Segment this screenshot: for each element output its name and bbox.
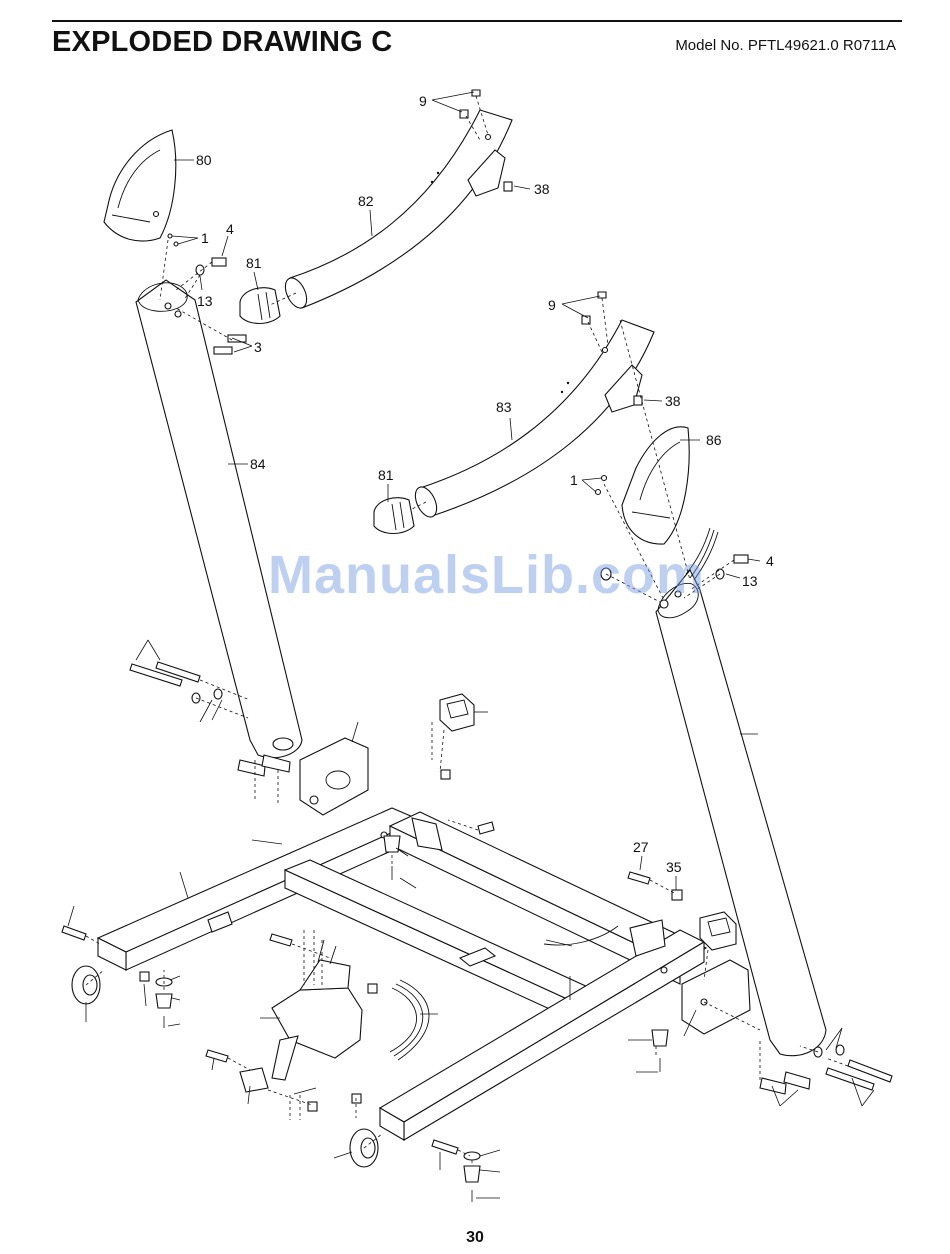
bolt-upper: [478, 822, 494, 834]
motor-bolt: [270, 934, 292, 946]
nut-lower: [308, 1102, 317, 1111]
callout-4-lower: 4: [766, 553, 774, 569]
nut-motor: [368, 984, 377, 993]
base-frame: [98, 808, 706, 1140]
nut-front: [352, 1094, 361, 1103]
pulse-grip-cover-86: [622, 427, 689, 544]
callout-13-lower: 13: [742, 573, 758, 589]
upright-bracket: [300, 738, 368, 815]
callout-9-lower: 9: [548, 297, 556, 313]
callout-4-upper: 4: [226, 221, 234, 237]
callout-81-upper: 81: [246, 255, 262, 271]
callout-86: 86: [706, 432, 722, 448]
callout-1-upper: 1: [201, 230, 209, 246]
lower-handlebar-83: [411, 320, 654, 520]
callout-35: 35: [666, 859, 682, 875]
pivot-pins-right: [760, 1072, 810, 1094]
long-bolts-right: [814, 1045, 892, 1090]
page-number: 30: [0, 1229, 950, 1247]
leveling-foot-front: [464, 1152, 480, 1202]
leader-lines: [68, 92, 874, 1198]
isolator-lower: [700, 912, 736, 950]
nut-upper: [441, 770, 450, 779]
end-cap-81-upper: [240, 288, 280, 324]
callout-83: 83: [496, 399, 512, 415]
callout-27: 27: [633, 839, 649, 855]
nut-rear: [140, 972, 149, 981]
manualslib-watermark: ManualsLib.com: [268, 544, 705, 606]
callout-84: 84: [250, 456, 266, 472]
end-cap-81-lower: [374, 498, 414, 534]
incline-motor: [240, 940, 362, 1092]
callout-13-upper: 13: [197, 293, 213, 309]
long-bolts-left: [130, 640, 222, 722]
pivot-pins-left: [238, 755, 290, 776]
callout-1-lower: 1: [570, 472, 578, 488]
bolt-27: [628, 872, 650, 884]
callout-3: 3: [254, 339, 262, 355]
callout-38-upper: 38: [534, 181, 550, 197]
callout-80: 80: [196, 152, 212, 168]
upper-handlebar-82: [281, 110, 512, 311]
nut-35: [672, 890, 682, 900]
callout-38-lower: 38: [665, 393, 681, 409]
callout-82: 82: [358, 193, 374, 209]
upright-bracket-right: [682, 960, 750, 1034]
rear-bolt-left: [62, 926, 86, 940]
callout-9-upper: 9: [419, 93, 427, 109]
pulse-grip-cover-80: [104, 130, 176, 241]
leveling-foot-right: [652, 1030, 668, 1072]
front-bolt: [432, 1140, 458, 1154]
leveling-foot-left: [156, 978, 172, 1028]
motor-bolt-lower: [206, 1050, 228, 1062]
callout-81-lower: 81: [378, 467, 394, 483]
isolator-upper: [440, 694, 474, 731]
